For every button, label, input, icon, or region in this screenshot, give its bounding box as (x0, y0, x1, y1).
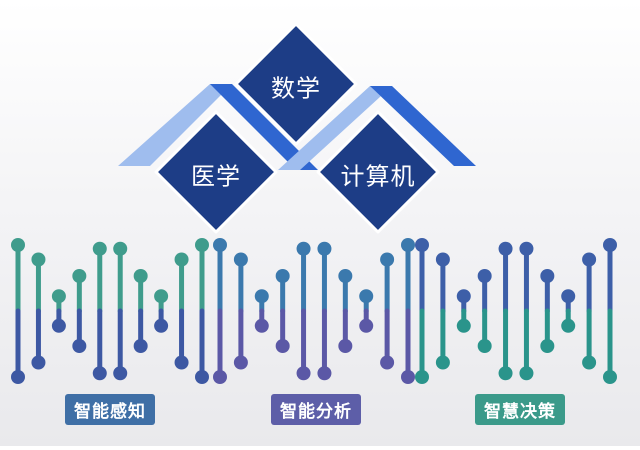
helix-perception-node-bottom (195, 370, 209, 384)
helix-perception-node-top (133, 269, 148, 283)
helix-analysis-node-top (213, 238, 227, 252)
helix-decision-node-bottom (477, 339, 492, 353)
helix-decision-node-top (603, 238, 617, 252)
helix-perception-node-bottom (51, 318, 66, 333)
helix-analysis-node-bottom (401, 370, 415, 384)
helix-analysis-node-bottom (275, 339, 290, 353)
helix-decision-node-bottom (519, 366, 534, 381)
helix-perception-node-top (51, 289, 66, 304)
helix-perception-node-bottom (133, 339, 148, 353)
helix-analysis-node-top (359, 289, 374, 304)
roof-left-dark-band (210, 84, 318, 170)
discipline-diamonds (154, 22, 440, 234)
helix-decision-node-bottom (415, 370, 429, 384)
helix-decision-node-top (456, 289, 471, 304)
helix-decision-node-top (519, 241, 534, 256)
roof-right-light-band (278, 86, 392, 170)
helix-analysis-node-top (401, 238, 415, 252)
helix-decision-node-bottom (498, 366, 513, 381)
helix-perception-node-top (31, 252, 46, 267)
diamond-computer-science (316, 110, 440, 234)
helix-analysis-node-bottom (296, 366, 311, 381)
helix-analysis-node-bottom (254, 318, 269, 333)
helix-decision-node-top (477, 269, 492, 283)
helix-analysis-node-bottom (359, 318, 374, 333)
helix-perception-node-bottom (72, 339, 87, 353)
helix-perception-node-bottom (31, 355, 46, 370)
helix-analysis-node-top (254, 289, 269, 304)
diamond-medicine (154, 110, 278, 234)
helix-perception-node-top (195, 238, 209, 252)
helix-analysis-node-top (275, 269, 290, 283)
helix-decision-node-top (415, 238, 429, 252)
helix-perception-node-top (92, 241, 107, 256)
helix-analysis-node-bottom (317, 366, 332, 381)
helix-decision-node-bottom (582, 355, 597, 370)
badge-intelligent-decision: 智慧决策 (475, 394, 565, 425)
label-mathematics: 数学 (271, 74, 321, 103)
helix-decision-node-top (498, 241, 513, 256)
helix-analysis-node-top (233, 252, 248, 267)
helix-decision-node-top (540, 269, 555, 283)
diamond-mathematics (234, 22, 358, 146)
roof-right-dark-band (370, 86, 476, 166)
roof-chevrons (118, 84, 476, 170)
helix-decision-node-bottom (435, 355, 450, 370)
label-computer-science: 计算机 (340, 162, 416, 191)
helix-analysis-node-top (296, 241, 311, 256)
helix-analysis-node-bottom (338, 339, 353, 353)
helix-perception-node-top (72, 269, 87, 283)
helix-perception-node-bottom (113, 366, 128, 381)
badge-intelligent-analysis: 智能分析 (271, 394, 361, 425)
helix-analysis-node-top (317, 241, 332, 256)
helix-analysis-node-top (338, 269, 353, 283)
helix-decision-node-bottom (561, 318, 576, 333)
helix-analysis-node-bottom (380, 355, 395, 370)
helix-decision-node-bottom (540, 339, 555, 353)
helix-perception-node-bottom (174, 355, 189, 370)
helix-decision-node-top (435, 252, 450, 267)
helix-analysis-node-bottom (213, 370, 227, 384)
helix-perception-node-bottom (154, 318, 169, 333)
helix-perception-node-bottom (11, 370, 25, 384)
badge-intelligent-perception: 智能感知 (65, 394, 155, 425)
helix-perception-node-top (174, 252, 189, 267)
helix-perception-node-bottom (92, 366, 107, 381)
capability-helices (11, 238, 617, 384)
helix-analysis-node-top (380, 252, 395, 267)
helix-decision-node-top (561, 289, 576, 304)
helix-perception-node-top (11, 238, 25, 252)
roof-left-light-band (118, 84, 232, 166)
helix-decision-node-top (582, 252, 597, 267)
helix-perception-node-top (154, 289, 169, 304)
helix-perception-node-top (113, 241, 128, 256)
helix-decision-node-bottom (456, 318, 471, 333)
helix-decision-node-bottom (603, 370, 617, 384)
label-medicine: 医学 (191, 162, 241, 191)
helix-analysis-node-bottom (233, 355, 248, 370)
